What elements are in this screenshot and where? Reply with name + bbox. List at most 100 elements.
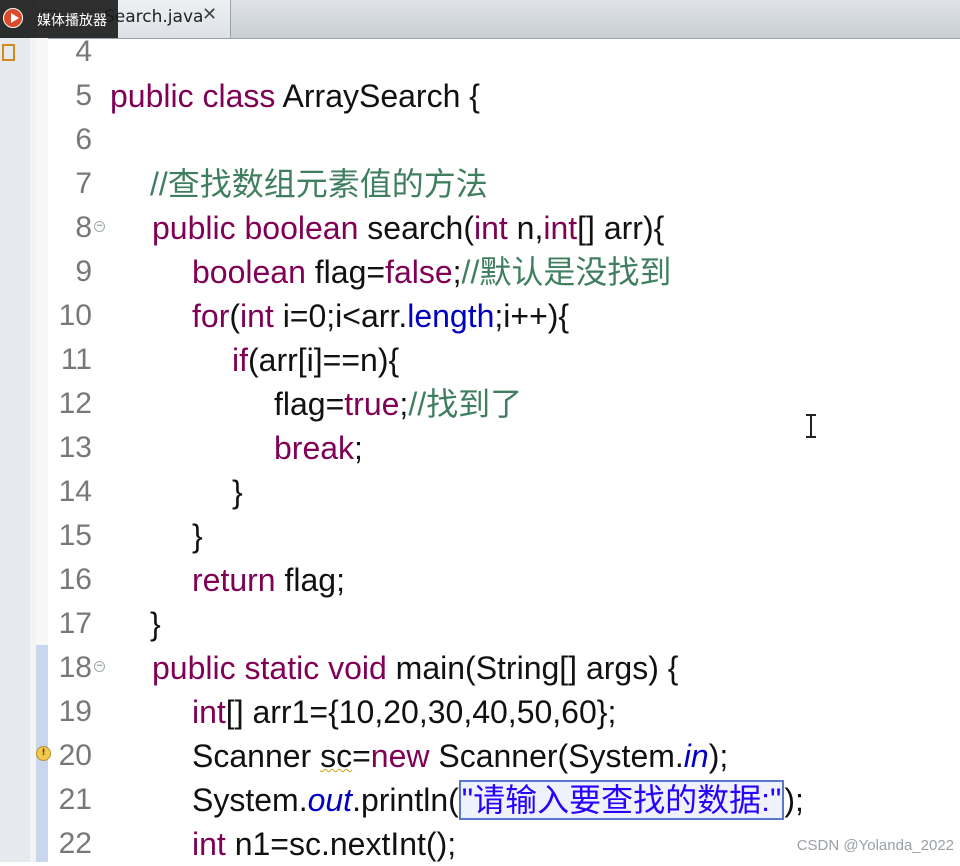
editor-tab-bar: Search.java ✕ bbox=[0, 0, 960, 39]
code-line: 13 break; bbox=[48, 426, 960, 470]
code-token: search( bbox=[358, 210, 474, 246]
keyword: new bbox=[370, 738, 430, 774]
code-token: System. bbox=[192, 782, 308, 818]
code-token: ( bbox=[229, 298, 240, 334]
line-number: 4 bbox=[75, 35, 92, 68]
line-number: 13 bbox=[58, 431, 92, 464]
keyword: int bbox=[473, 210, 508, 246]
code-token: flag= bbox=[274, 386, 345, 422]
comment: //查找数组元素值的方法 bbox=[150, 166, 488, 202]
media-player-badge[interactable]: 媒体播放器 bbox=[0, 0, 118, 38]
code-line: 7 //查找数组元素值的方法 bbox=[48, 162, 960, 206]
text-cursor-icon bbox=[806, 414, 816, 438]
code-line: 15 } bbox=[48, 514, 960, 558]
code-line: 6 bbox=[48, 118, 960, 162]
code-token: Scanner(System. bbox=[429, 738, 684, 774]
code-token: [] arr){ bbox=[577, 210, 665, 246]
code-line: 12 flag=true;//找到了 bbox=[48, 382, 960, 426]
code-token: [] arr1={10,20,30,40,50,60}; bbox=[225, 694, 617, 730]
code-text: return flag; bbox=[192, 558, 345, 602]
keyword: int bbox=[192, 694, 226, 730]
left-side-panel bbox=[0, 38, 31, 862]
code-text: //查找数组元素值的方法 bbox=[150, 162, 488, 206]
code-token: ; bbox=[399, 386, 409, 422]
field-token: length bbox=[407, 298, 495, 334]
line-number: 22 bbox=[58, 827, 92, 860]
code-token: ;i++){ bbox=[494, 298, 570, 334]
close-icon[interactable]: ✕ bbox=[202, 4, 218, 25]
watermark: CSDN @Yolanda_2022 bbox=[796, 837, 954, 854]
keyword: int bbox=[240, 298, 274, 334]
code-line: 17 } bbox=[48, 602, 960, 646]
line-number: 8 bbox=[75, 211, 92, 244]
code-text: if(arr[i]==n){ bbox=[232, 338, 399, 382]
keyword: for bbox=[192, 298, 230, 334]
code-token: n, bbox=[507, 210, 544, 246]
code-token: flag; bbox=[275, 562, 345, 598]
line-number: 19 bbox=[58, 695, 92, 728]
code-text: System.out.println("请输入要查找的数据:"); bbox=[192, 778, 804, 822]
keyword: public bbox=[110, 78, 194, 114]
keyword: break bbox=[274, 430, 355, 466]
code-token: (arr[i]==n){ bbox=[248, 342, 400, 378]
code-text: public boolean search(int n,int[] arr){ bbox=[152, 206, 664, 250]
code-line: 4 bbox=[48, 30, 960, 74]
code-text: public class ArraySearch { bbox=[110, 74, 480, 118]
keyword: true bbox=[344, 386, 400, 422]
code-text: flag=true;//找到了 bbox=[274, 382, 522, 426]
code-token bbox=[194, 78, 203, 114]
keyword: boolean bbox=[192, 254, 306, 290]
code-text: boolean flag=false;//默认是没找到 bbox=[192, 250, 671, 294]
code-token: n1=sc.nextInt(); bbox=[225, 826, 457, 862]
warning-icon[interactable]: ! bbox=[36, 746, 51, 761]
code-text: } bbox=[192, 518, 203, 554]
field-token: in bbox=[683, 738, 709, 774]
keyword: public bbox=[152, 210, 236, 246]
code-text: int[] arr1={10,20,30,40,50,60}; bbox=[192, 690, 616, 734]
tab-label: Search.java bbox=[104, 7, 204, 27]
code-line: 21 System.out.println("请输入要查找的数据:"); bbox=[48, 778, 960, 822]
code-line: 22 int n1=sc.nextInt(); bbox=[48, 822, 960, 866]
keyword: false bbox=[385, 254, 453, 290]
code-editor[interactable]: 4 5 public class ArraySearch { 6 7 //查找数… bbox=[36, 35, 960, 862]
code-text: Scanner sc=new Scanner(System.in); bbox=[192, 734, 728, 778]
string-literal[interactable]: "请输入要查找的数据:" bbox=[458, 780, 785, 820]
keyword: public bbox=[152, 650, 236, 686]
fold-toggle-icon[interactable]: − bbox=[94, 221, 105, 232]
line-number: 11 bbox=[60, 343, 92, 376]
code-token bbox=[236, 210, 245, 246]
editor-gutter bbox=[30, 38, 36, 862]
play-icon[interactable] bbox=[3, 8, 23, 28]
keyword: if bbox=[232, 342, 248, 378]
line-number: 12 bbox=[58, 387, 92, 420]
code-token: .println( bbox=[352, 782, 459, 818]
line-number: 17 bbox=[58, 607, 92, 640]
fold-toggle-icon[interactable]: − bbox=[94, 661, 105, 672]
line-number: 18 bbox=[58, 651, 92, 684]
comment: //找到了 bbox=[408, 386, 523, 422]
code-line: 14 } bbox=[48, 470, 960, 514]
line-number: 15 bbox=[58, 519, 92, 552]
code-token: sc bbox=[320, 738, 353, 774]
comment: //默认是没找到 bbox=[461, 254, 672, 290]
line-number: 7 bbox=[75, 167, 92, 200]
code-line: 11 if(arr[i]==n){ bbox=[48, 338, 960, 382]
code-token: flag= bbox=[305, 254, 386, 290]
code-line: 5 public class ArraySearch { bbox=[48, 74, 960, 118]
code-line: 10 for(int i=0;i<arr.length;i++){ bbox=[48, 294, 960, 338]
code-token: ); bbox=[784, 782, 804, 818]
code-token bbox=[236, 650, 245, 686]
code-token: ); bbox=[708, 738, 729, 774]
line-number: 20 bbox=[58, 739, 92, 772]
code-text: for(int i=0;i<arr.length;i++){ bbox=[192, 294, 569, 338]
code-text: int n1=sc.nextInt(); bbox=[192, 822, 456, 866]
line-number: 9 bbox=[75, 255, 92, 288]
outline-icon[interactable] bbox=[2, 44, 15, 61]
code-line: 16 return flag; bbox=[48, 558, 960, 602]
code-token: ArraySearch { bbox=[275, 78, 480, 114]
keyword: int bbox=[192, 826, 226, 862]
keyword: class bbox=[202, 78, 276, 114]
media-player-label: 媒体播放器 bbox=[37, 13, 107, 29]
code-token: ; bbox=[452, 254, 462, 290]
code-token: i=0;i<arr. bbox=[273, 298, 408, 334]
